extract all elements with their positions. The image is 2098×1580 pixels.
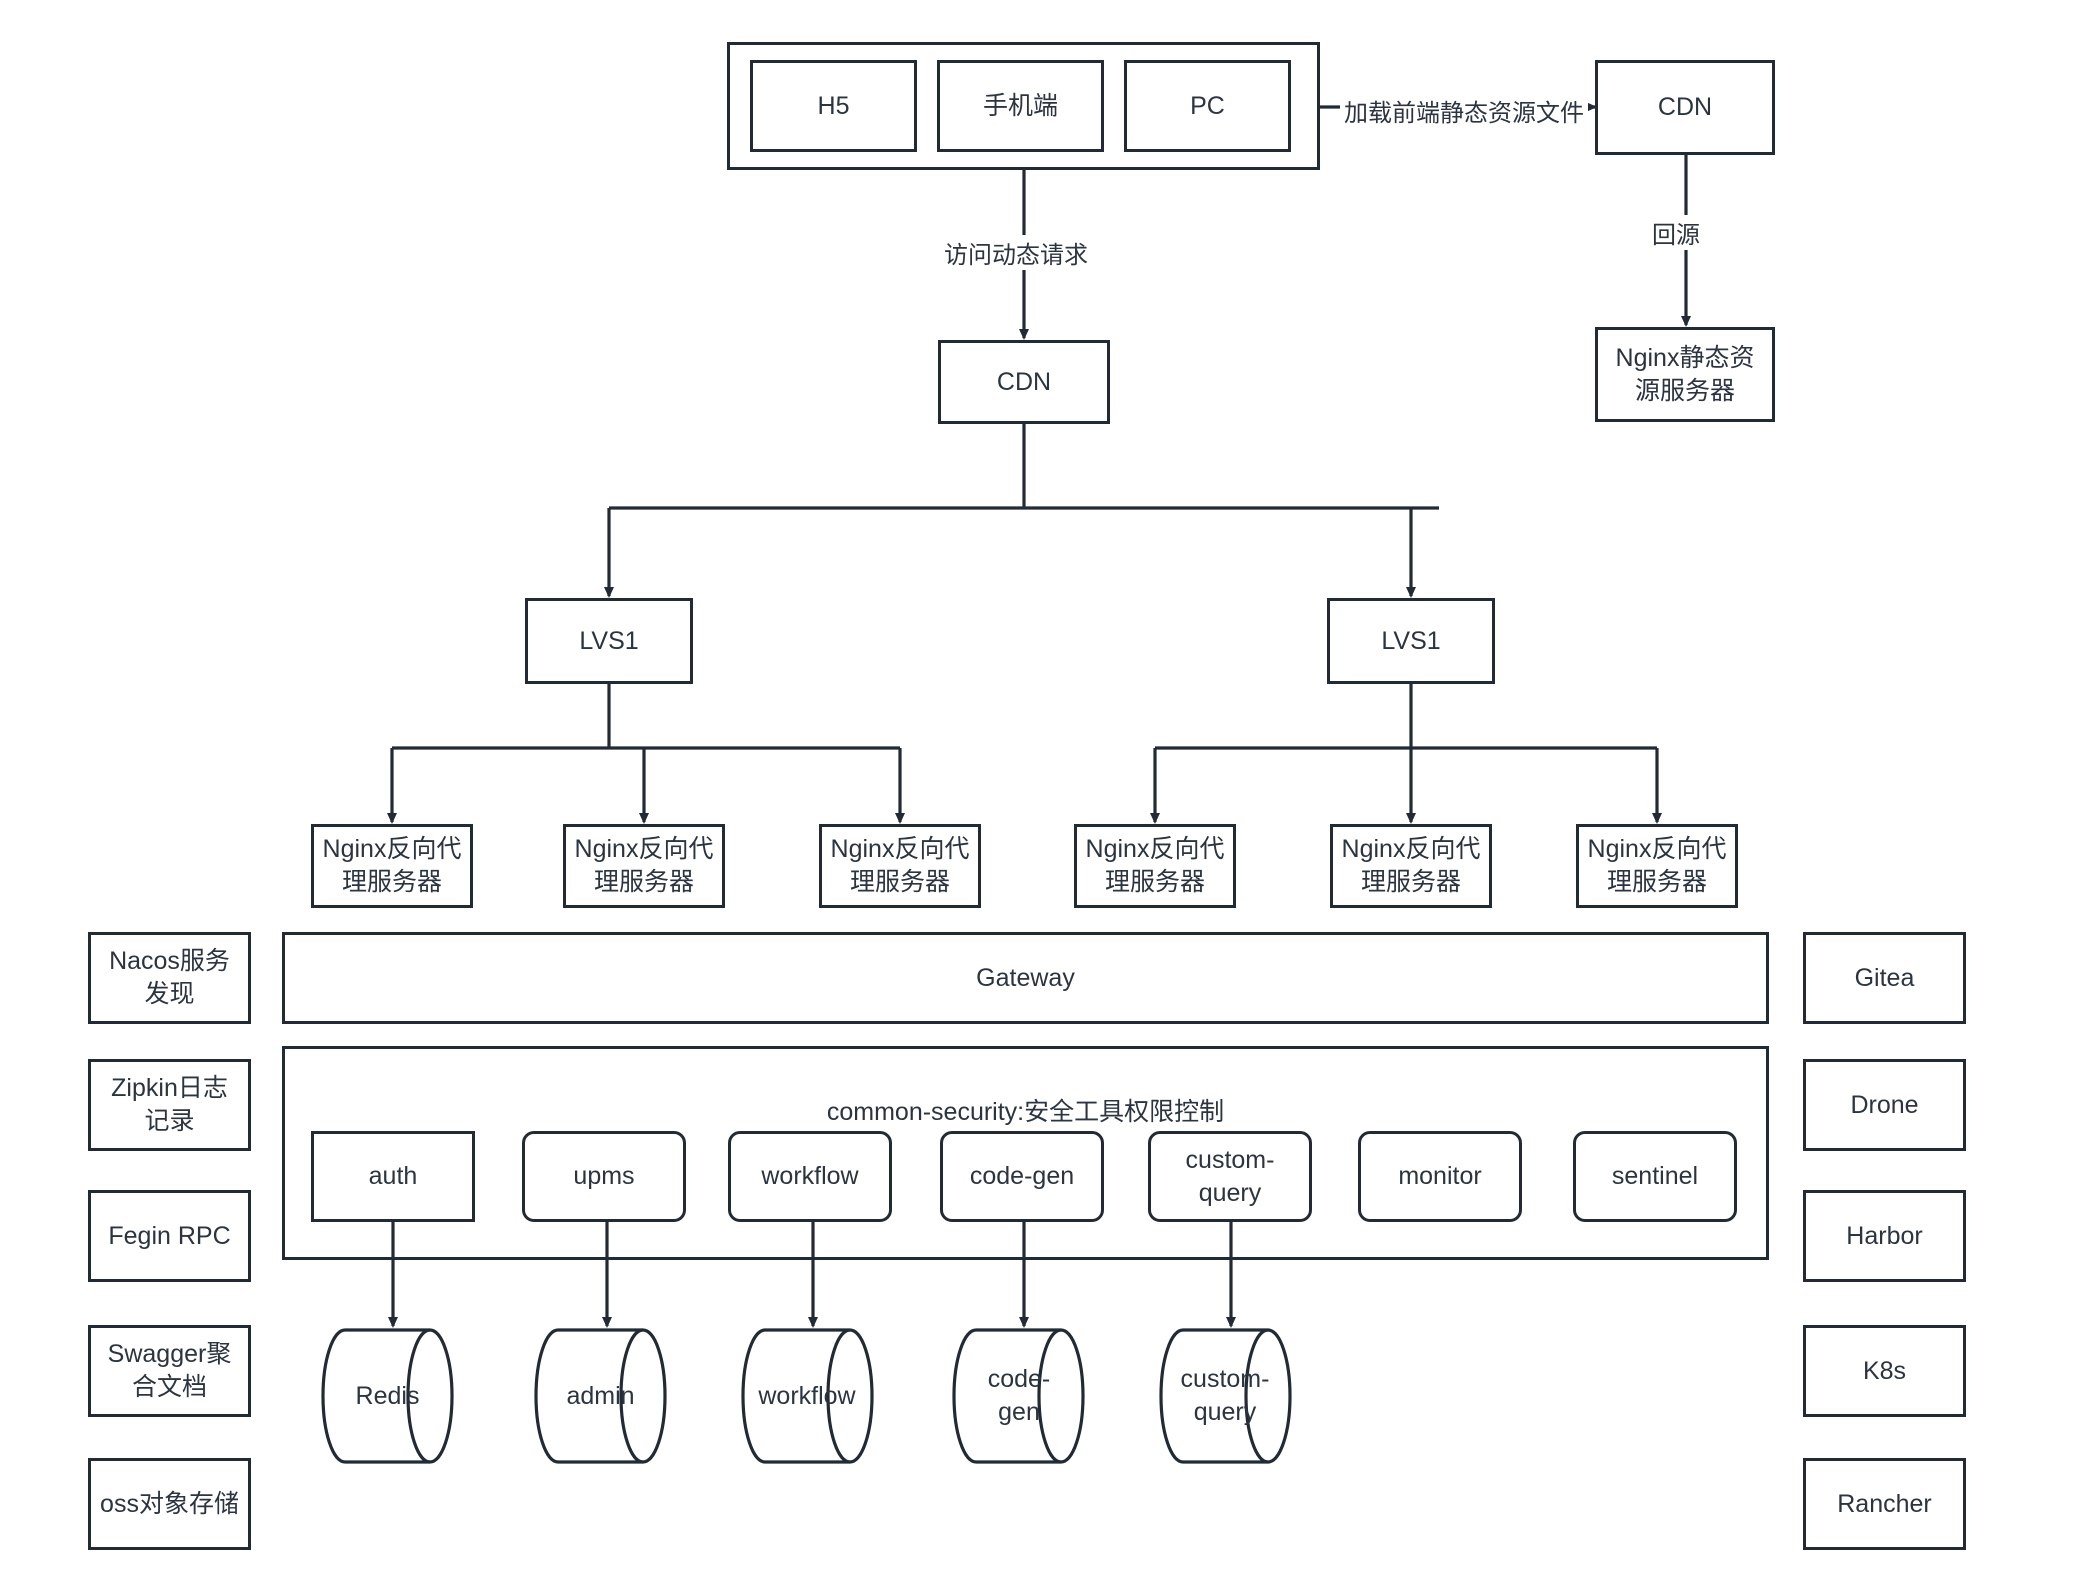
nginx-proxy-box-3[interactable]: Nginx反向代 理服务器 — [819, 824, 981, 908]
lvs-box-2[interactable]: LVS1 — [1327, 598, 1495, 684]
sidebar-right-item-gitea[interactable]: Gitea — [1803, 932, 1966, 1024]
service-box-upms[interactable]: upms — [522, 1131, 686, 1222]
client-box-h5[interactable]: H5 — [750, 60, 917, 152]
service-box-sentinel[interactable]: sentinel — [1573, 1131, 1737, 1222]
datastore-label-code-gen[interactable]: code-gen — [987, 1365, 1051, 1426]
sidebar-left-item-swagger[interactable]: Swagger聚 合文档 — [88, 1325, 251, 1417]
service-box-custom-query[interactable]: custom- query — [1148, 1131, 1312, 1222]
sidebar-right-item-k8s[interactable]: K8s — [1803, 1325, 1966, 1417]
sidebar-left-item-nacos[interactable]: Nacos服务 发现 — [88, 932, 251, 1024]
service-box-code-gen[interactable]: code-gen — [940, 1131, 1104, 1222]
nginx-static-server-box[interactable]: Nginx静态资 源服务器 — [1595, 327, 1775, 422]
sidebar-right-item-harbor[interactable]: Harbor — [1803, 1190, 1966, 1282]
cdn-static-box[interactable]: CDN — [1595, 60, 1775, 155]
lvs-box-1[interactable]: LVS1 — [525, 598, 693, 684]
client-box-pc[interactable]: PC — [1124, 60, 1291, 152]
datastore-label-custom-query[interactable]: custom- query — [1180, 1365, 1270, 1426]
nginx-proxy-box-4[interactable]: Nginx反向代 理服务器 — [1074, 824, 1236, 908]
datastore-label-admin[interactable]: admin — [566, 1381, 635, 1410]
edge-label-load-static-assets: 加载前端静态资源文件 — [1340, 93, 1588, 128]
service-box-auth[interactable]: auth — [311, 1131, 475, 1222]
edge-label-dynamic-request: 访问动态请求 — [940, 235, 1092, 270]
client-box-mobile[interactable]: 手机端 — [937, 60, 1104, 152]
nginx-proxy-box-1[interactable]: Nginx反向代 理服务器 — [311, 824, 473, 908]
sidebar-right-item-drone[interactable]: Drone — [1803, 1059, 1966, 1151]
nginx-proxy-box-2[interactable]: Nginx反向代 理服务器 — [563, 824, 725, 908]
datastore-label-workflow[interactable]: workflow — [758, 1381, 856, 1410]
service-box-workflow[interactable]: workflow — [728, 1131, 892, 1222]
nginx-proxy-box-6[interactable]: Nginx反向代 理服务器 — [1576, 824, 1738, 908]
sidebar-left-item-fegin-rpc[interactable]: Fegin RPC — [88, 1190, 251, 1282]
sidebar-left-item-oss[interactable]: oss对象存储 — [88, 1458, 251, 1550]
datastore-label-redis[interactable]: Redis — [355, 1381, 420, 1410]
sidebar-left-item-zipkin[interactable]: Zipkin日志 记录 — [88, 1059, 251, 1151]
common-security-title: common-security:安全工具权限控制 — [826, 1098, 1225, 1126]
gateway-bar[interactable]: Gateway — [282, 932, 1769, 1024]
service-box-monitor[interactable]: monitor — [1358, 1131, 1522, 1222]
sidebar-right-item-rancher[interactable]: Rancher — [1803, 1458, 1966, 1550]
nginx-proxy-box-5[interactable]: Nginx反向代 理服务器 — [1330, 824, 1492, 908]
client-group-container — [727, 42, 1320, 170]
edge-label-origin-pull: 回源 — [1648, 215, 1704, 250]
cdn-dynamic-box[interactable]: CDN — [938, 340, 1110, 424]
